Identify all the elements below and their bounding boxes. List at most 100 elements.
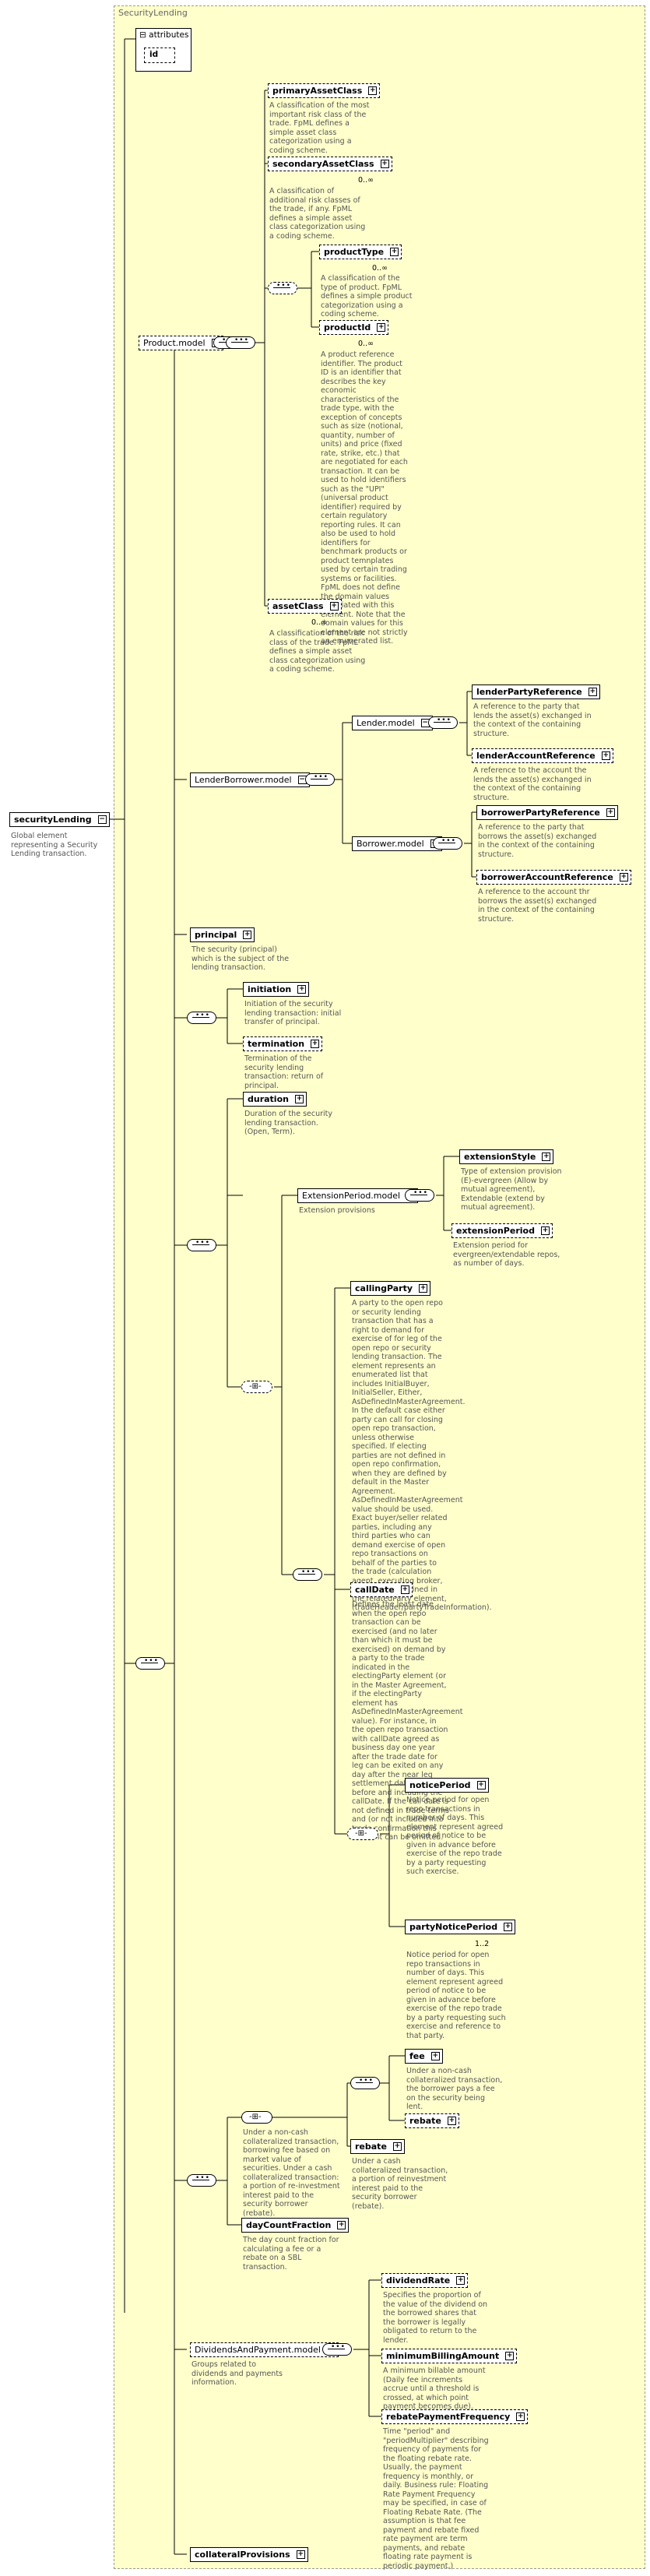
expand-icon[interactable]: + — [311, 1040, 320, 1048]
element-description: Extension provisions — [299, 1206, 375, 1215]
extension-period-element[interactable]: extensionPeriod+ — [451, 1223, 553, 1238]
lender-borrower-model-group[interactable]: LenderBorrower.model− — [190, 772, 310, 787]
expand-icon[interactable]: + — [243, 931, 252, 939]
extension-style-element[interactable]: extensionStyle+ — [459, 1149, 554, 1164]
choice-compositor — [433, 837, 462, 850]
sequence-compositor — [405, 1189, 434, 1202]
lender-model-group[interactable]: Lender.model− — [352, 716, 433, 730]
asset-class-element[interactable]: assetClass+ — [268, 599, 344, 616]
attributes-label: ⊟ attributes — [139, 30, 189, 40]
choice-description: Under a non-cash collateralized transact… — [243, 2128, 340, 2218]
expand-icon[interactable]: + — [516, 2412, 525, 2421]
dividends-and-payment-model-group[interactable]: DividendsAndPayment.model− — [190, 2342, 339, 2357]
expand-icon[interactable]: + — [294, 1095, 304, 1103]
frame-title: SecurityLending — [118, 8, 188, 18]
security-lending-element[interactable]: securityLending− — [9, 812, 110, 827]
rebate-element[interactable]: rebate+ — [405, 2113, 459, 2128]
notice-period-element[interactable]: noticePeriod+ — [405, 1778, 489, 1793]
cardinality-label: 0..∞ — [311, 618, 327, 627]
borrower-model-group[interactable]: Borrower.model− — [352, 836, 442, 851]
lender-account-reference-element[interactable]: lenderAccountReference+ — [472, 748, 613, 763]
cardinality-label: 1..2 — [475, 1940, 490, 1948]
sequence-compositor — [305, 773, 335, 786]
expand-icon[interactable]: + — [390, 248, 399, 256]
collateral-provisions-element[interactable]: collateralProvisions+ — [190, 2547, 308, 2562]
expand-icon[interactable]: + — [329, 602, 339, 611]
expand-icon[interactable]: + — [368, 86, 378, 95]
expand-icon[interactable]: + — [447, 2117, 456, 2125]
expand-icon[interactable]: + — [377, 323, 386, 332]
rebate-payment-frequency-element[interactable]: rebatePaymentFrequency+ — [381, 2409, 529, 2424]
element-description: Defines the least date when the open rep… — [352, 1600, 463, 1842]
choice-compositor — [347, 1828, 378, 1840]
choice-compositor — [241, 1381, 272, 1393]
day-count-fraction-element[interactable]: dayCountFraction+ — [241, 2218, 350, 2233]
group-label: Product.model — [143, 338, 206, 348]
fee-element[interactable]: fee+ — [405, 2049, 443, 2064]
attributes-box[interactable]: ⊟ attributes id — [135, 28, 191, 72]
party-notice-period-element[interactable]: partyNoticePeriod+ — [405, 1920, 518, 1937]
expand-icon[interactable]: + — [380, 160, 389, 168]
termination-element[interactable]: termination+ — [243, 1036, 323, 1051]
element-description: A reference to the party that borrows th… — [478, 823, 597, 859]
element-description: Time "period" and "periodMultiplier" des… — [383, 2427, 489, 2571]
element-description: Termination of the security lending tran… — [244, 1054, 324, 1090]
calling-party-element[interactable]: callingParty+ — [350, 1281, 431, 1296]
expand-icon[interactable]: + — [392, 2142, 402, 2151]
expand-icon[interactable]: + — [505, 2352, 515, 2360]
expand-icon[interactable]: + — [456, 2276, 466, 2285]
element-name: securityLending — [14, 815, 92, 825]
element-description: A classification of the type of product.… — [321, 274, 413, 318]
product-type-element[interactable]: productType+ — [319, 245, 405, 262]
expand-icon[interactable]: + — [297, 985, 307, 994]
element-description: Global element representing a Security L… — [11, 832, 98, 858]
element-description: A classification of the risk class of th… — [269, 629, 366, 674]
lender-party-reference-element[interactable]: lenderPartyReference+ — [472, 684, 600, 699]
element-description: The day count fraction for calculating a… — [243, 2236, 339, 2272]
sequence-compositor — [135, 1657, 165, 1670]
extension-period-model-group[interactable]: ExtensionPeriod.model− — [297, 1188, 419, 1203]
expand-icon[interactable]: + — [337, 2221, 346, 2229]
rebate-element[interactable]: rebate+ — [350, 2139, 405, 2154]
element-description: A classification of the most important r… — [269, 101, 370, 155]
expand-icon[interactable]: + — [606, 808, 615, 817]
element-description: Specifies the proportion of the value of… — [383, 2291, 488, 2345]
secondary-asset-class-element[interactable]: secondaryAssetClass+ — [268, 157, 394, 174]
sequence-compositor — [293, 1568, 322, 1581]
dividend-rate-element[interactable]: dividendRate+ — [381, 2273, 469, 2288]
expand-icon[interactable]: + — [619, 873, 628, 882]
principal-element[interactable]: principal+ — [190, 927, 255, 942]
duration-element[interactable]: duration+ — [243, 1092, 307, 1107]
primary-asset-class-element[interactable]: primaryAssetClass+ — [268, 83, 381, 98]
expand-icon[interactable]: + — [400, 1585, 409, 1594]
initiation-element[interactable]: initiation+ — [243, 982, 310, 997]
minimum-billing-amount-element[interactable]: minimumBillingAmount+ — [381, 2349, 518, 2363]
expand-icon[interactable]: + — [476, 1781, 486, 1789]
element-description: A party to the open repo or security len… — [352, 1299, 492, 1612]
sequence-compositor — [268, 282, 297, 294]
expand-icon[interactable]: + — [504, 1923, 513, 1931]
product-id-element[interactable]: productId+ — [319, 320, 392, 337]
expand-icon[interactable]: + — [430, 2052, 440, 2060]
element-description: Duration of the security lending transac… — [244, 1110, 332, 1136]
borrower-account-reference-element[interactable]: borrowerAccountReference+ — [476, 870, 631, 885]
element-description: Initiation of the security lending trans… — [244, 1000, 342, 1026]
expand-icon[interactable]: − — [97, 815, 107, 824]
cardinality-label: 0..∞ — [358, 340, 374, 348]
expand-icon[interactable]: + — [588, 688, 597, 696]
borrower-party-reference-element[interactable]: borrowerPartyReference+ — [476, 805, 618, 820]
expand-icon[interactable]: + — [296, 2550, 305, 2559]
element-description: Under a cash collateralized transaction,… — [352, 2157, 448, 2211]
choice-compositor — [428, 716, 458, 729]
product-model-group[interactable]: Product.model− — [139, 336, 223, 350]
expand-icon[interactable]: + — [601, 751, 610, 760]
call-date-element[interactable]: callDate+ — [350, 1582, 413, 1597]
expand-icon[interactable]: + — [419, 1284, 428, 1293]
choice-compositor — [241, 2111, 272, 2124]
expand-icon[interactable]: + — [540, 1226, 550, 1235]
element-description: A product reference identifier. The prod… — [321, 350, 408, 646]
expand-icon[interactable]: + — [542, 1153, 551, 1161]
attribute-id[interactable]: id — [144, 48, 175, 63]
